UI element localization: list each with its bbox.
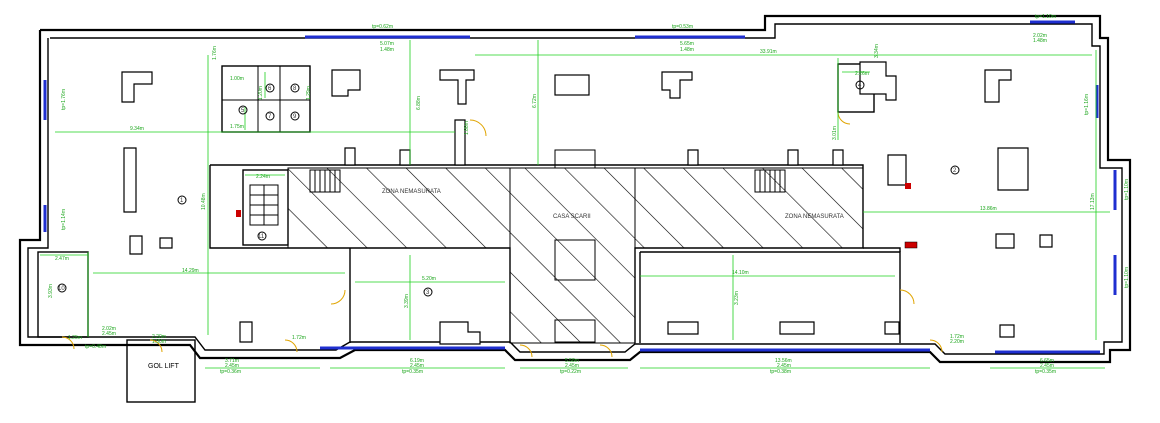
svg-text:tp=0.22m: tp=0.22m xyxy=(560,369,581,375)
svg-text:5: 5 xyxy=(241,108,245,114)
svg-text:2.02m: 2.02m xyxy=(102,326,116,332)
svg-text:14.29m: 14.29m xyxy=(182,268,199,274)
svg-text:6.72m: 6.72m xyxy=(532,94,538,108)
svg-text:tp=0.53m: tp=0.53m xyxy=(672,24,693,30)
svg-text:9: 9 xyxy=(293,114,297,120)
svg-text:2.45m: 2.45m xyxy=(565,363,579,369)
lift-label: GOL LIFT xyxy=(148,363,180,370)
svg-text:tp=0.48m: tp=0.48m xyxy=(85,344,106,350)
svg-text:6.88m: 6.88m xyxy=(416,96,422,110)
svg-text:3.71m: 3.71m xyxy=(225,358,239,364)
svg-text:tp=0.36m: tp=0.36m xyxy=(220,369,241,375)
svg-text:6.65m: 6.65m xyxy=(1040,358,1054,364)
svg-text:2.20m: 2.20m xyxy=(950,339,964,345)
svg-text:3.39m: 3.39m xyxy=(404,294,410,308)
svg-text:tp=1.10m: tp=1.10m xyxy=(1124,179,1130,200)
svg-text:14.10m: 14.10m xyxy=(732,270,749,276)
svg-text:3.34m: 3.34m xyxy=(874,44,880,58)
zona-label-right: ZONA NEMASURATA xyxy=(785,214,844,220)
svg-text:tp=1.10m: tp=1.10m xyxy=(1124,267,1130,288)
svg-text:1.88m: 1.88m xyxy=(464,121,470,135)
svg-text:3.93m: 3.93m xyxy=(48,284,54,298)
dimension-texts: tp=0.62m 5.07m 1.48m tp=0.53m 5.65m 1.48… xyxy=(48,14,1130,375)
zona-nemasurata-left xyxy=(287,167,511,249)
svg-text:2.24m: 2.24m xyxy=(256,174,270,180)
casa-scarii xyxy=(509,167,636,344)
columns xyxy=(121,61,1053,345)
svg-text:2.47m: 2.47m xyxy=(55,256,69,262)
svg-text:1.75m: 1.75m xyxy=(230,124,244,130)
svg-text:8: 8 xyxy=(293,86,297,92)
svg-text:1.29m: 1.29m xyxy=(306,86,312,100)
room-numbers: 1 2 3 4 5 6 7 8 9 10 11 xyxy=(57,80,960,297)
svg-text:tp=1.16m: tp=1.16m xyxy=(1084,94,1090,115)
svg-text:2: 2 xyxy=(953,168,957,174)
exterior-wall-inner xyxy=(27,23,1123,355)
svg-text:5.65m: 5.65m xyxy=(680,41,694,47)
svg-text:5.07m: 5.07m xyxy=(380,41,394,47)
svg-text:1.72m: 1.72m xyxy=(950,334,964,340)
svg-text:5.20m: 5.20m xyxy=(422,276,436,282)
svg-text:1.20m: 1.20m xyxy=(258,86,264,100)
svg-text:3: 3 xyxy=(426,290,430,296)
svg-text:7: 7 xyxy=(268,114,272,120)
svg-text:9.34m: 9.34m xyxy=(130,126,144,132)
svg-text:2.45m: 2.45m xyxy=(102,331,116,337)
svg-text:1.72m: 1.72m xyxy=(292,335,306,341)
svg-text:tp=1.76m: tp=1.76m xyxy=(61,89,67,110)
stair-right xyxy=(754,169,786,193)
svg-text:2.45m: 2.45m xyxy=(777,363,791,369)
svg-text:3.01m: 3.01m xyxy=(832,126,838,140)
svg-text:1.48m: 1.48m xyxy=(380,47,394,53)
lift-shaft xyxy=(126,339,196,403)
svg-text:1.30m: 1.30m xyxy=(152,339,166,345)
svg-text:tp=0.38m: tp=0.38m xyxy=(770,369,791,375)
svg-text:2.45m: 2.45m xyxy=(225,363,239,369)
svg-text:1: 1 xyxy=(180,198,184,204)
svg-text:1.48m: 1.48m xyxy=(1033,38,1047,44)
svg-text:tp=1.10m: tp=1.10m xyxy=(1035,14,1056,20)
svg-text:10: 10 xyxy=(58,286,65,292)
svg-text:tp=0.35m: tp=0.35m xyxy=(1035,369,1056,375)
stair-left xyxy=(309,169,341,193)
svg-text:13.56m: 13.56m xyxy=(775,358,792,364)
svg-text:tp=0.62m: tp=0.62m xyxy=(372,24,393,30)
svg-text:5.58m: 5.58m xyxy=(565,358,579,364)
svg-text:13.86m: 13.86m xyxy=(980,206,997,212)
svg-text:2.26m: 2.26m xyxy=(855,71,869,77)
svg-text:10.48m: 10.48m xyxy=(201,193,207,210)
scara-label: CASA SCARII xyxy=(553,214,591,220)
svg-text:2.02m: 2.02m xyxy=(1033,33,1047,39)
svg-text:1.48m: 1.48m xyxy=(680,47,694,53)
svg-text:tp=0.35m: tp=0.35m xyxy=(402,369,423,375)
zona-label-left: ZONA NEMASURATA xyxy=(382,189,441,195)
svg-text:11: 11 xyxy=(258,234,265,240)
svg-text:17.13m: 17.13m xyxy=(1090,193,1096,210)
svg-text:2.20m: 2.20m xyxy=(152,334,166,340)
svg-text:2.45m: 2.45m xyxy=(410,363,424,369)
svg-text:3.23m: 3.23m xyxy=(734,291,740,305)
svg-text:tp=1.14m: tp=1.14m xyxy=(61,209,67,230)
svg-text:1.76m: 1.76m xyxy=(212,46,218,60)
svg-text:2.45m: 2.45m xyxy=(1040,363,1054,369)
svg-text:1.25m: 1.25m xyxy=(68,335,82,341)
svg-text:4: 4 xyxy=(858,83,862,89)
dimension-lines xyxy=(40,40,1110,369)
svg-text:6: 6 xyxy=(268,86,272,92)
svg-text:33.91m: 33.91m xyxy=(760,49,777,55)
zona-nemasurata-right xyxy=(634,167,864,249)
svg-text:6.19m: 6.19m xyxy=(410,358,424,364)
exterior-wall-outer xyxy=(18,14,1132,364)
svg-text:1.00m: 1.00m xyxy=(230,76,244,82)
